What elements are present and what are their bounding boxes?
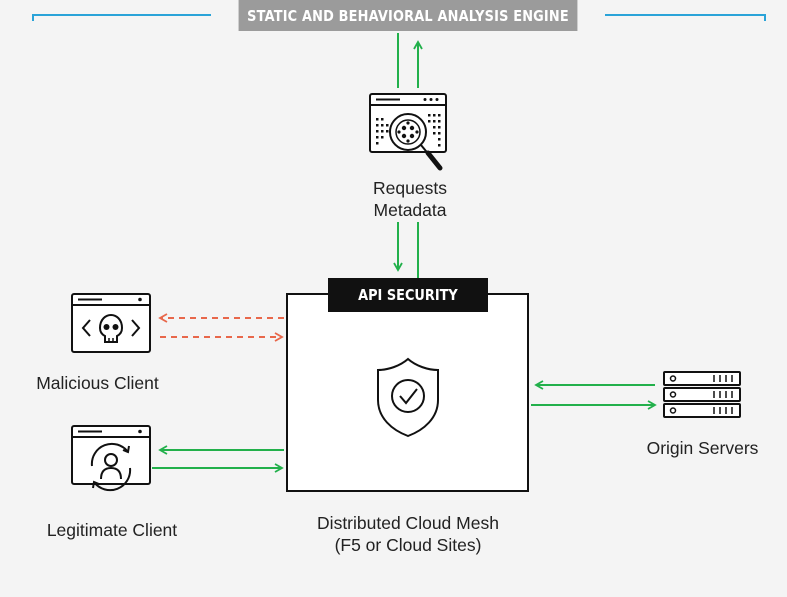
- engine-title: STATIC AND BEHAVIORAL ANALYSIS ENGINE: [238, 0, 578, 31]
- mesh-label-line2: (F5 or Cloud Sites): [334, 535, 482, 555]
- metadata-search-icon: [369, 93, 447, 171]
- api-security-tag: API SECURITY: [328, 278, 488, 312]
- shield-check-icon: [377, 357, 439, 438]
- mesh-label-line1: Distributed Cloud Mesh: [317, 513, 499, 533]
- skull-code-icon: [71, 293, 151, 353]
- server-rack-icon: [663, 371, 741, 418]
- user-cycle-icon: [71, 425, 151, 492]
- mesh-label: Distributed Cloud Mesh (F5 or Cloud Site…: [283, 512, 533, 556]
- engine-bracket: [32, 14, 766, 21]
- requests-label-line1: Requests: [373, 178, 447, 198]
- api-security-label: API SECURITY: [358, 286, 458, 304]
- legitimate-client-label: Legitimate Client: [46, 520, 178, 540]
- origin-servers-label: Origin Servers: [646, 438, 759, 458]
- requests-metadata-label: Requests Metadata: [340, 177, 480, 221]
- requests-label-line2: Metadata: [373, 200, 447, 220]
- malicious-client-label: Malicious Client: [36, 373, 159, 393]
